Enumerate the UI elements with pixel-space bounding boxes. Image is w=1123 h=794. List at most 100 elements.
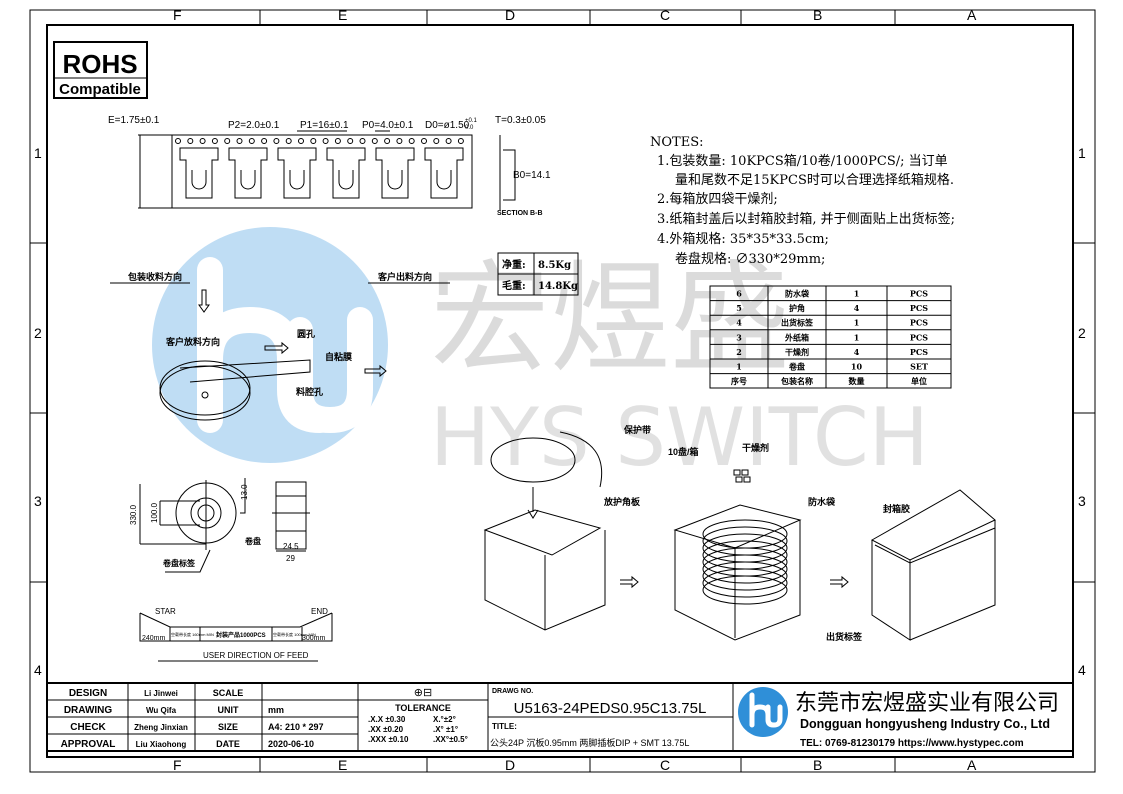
row-label: 3 [1078,493,1086,509]
tape-pocket [375,147,415,199]
watermark-cn: 宏煜盛 [430,250,790,389]
field-value: 2020-06-10 [268,739,314,749]
col-label: A [967,7,977,23]
bom-cell: 1 [854,318,860,328]
reel-stack-item [702,533,788,563]
net-weight-label: 净重: [502,258,526,271]
dim-e: E=1.75±0.1 [108,115,160,126]
reel-stack-item [702,519,788,549]
feed-caption: USER DIRECTION OF FEED [203,651,309,660]
tolerance-title: TOLERANCE [395,703,451,713]
sprocket-hole [334,138,341,144]
bom-cell: 4 [736,318,742,328]
company-name-en: Dongguan hongyusheng Industry Co., Ltd [800,717,1050,731]
dim-d0-tol: +0.1 [465,118,478,124]
bom-cell: 5 [736,303,742,313]
sprocket-hole [421,138,427,144]
bom-cell: 6 [736,289,742,299]
tolerance-symbol-icon: ⊕⊟ [414,687,432,699]
feed-direction-diagram: STAR END 240mm 300mm 空载带长度 160mm MIN 封装产… [139,607,333,662]
sprocket-hole [298,138,304,144]
bom-cell: 单位 [911,376,927,386]
reel-views: 330.0 100.0 13.0 24.5 29 卷盘 卷盘标签 [129,478,310,573]
role-label: APPROVAL [61,739,116,750]
tolerance-linear: .XXX ±0.10 [368,735,409,744]
row-label: 4 [34,662,42,678]
note-line: 1.包装数量: 10KPCS箱/10卷/1000PCS/; 当订单 [657,153,948,169]
tape-pocket [424,147,464,199]
bom-cell: PCS [910,318,928,328]
col-label: D [505,7,515,23]
bom-cell: PCS [910,289,928,299]
person-name: Liu Xiaohong [136,740,187,749]
bom-cell: PCS [910,332,928,342]
col-label: C [660,7,670,23]
tolerance-angular: .XX°±0.5° [433,735,468,744]
feed-product: 封装产品1000PCS [216,631,266,639]
bom-cell: 序号 [731,376,747,386]
outer-border [29,9,1096,773]
sprocket-hole [175,138,181,144]
reel-stack-item [702,526,788,556]
feed-empty2: 空载带长度 100mm MIN [273,631,316,637]
company-logo-icon [738,687,788,737]
inner-border [46,24,1074,758]
bom-cell: 外纸箱 [785,332,809,342]
title-label: TITLE: [492,722,517,731]
field-value: mm [268,705,284,715]
dim-p2: P2=2.0±0.1 [228,120,280,131]
bom-cell: 出货标签 [781,318,814,328]
person-name: Wu Qifa [146,706,177,715]
person-name: Zheng Jinxian [134,723,188,732]
watermark-logo-icon [152,227,388,463]
bom-cell: 4 [854,347,860,357]
role-label: DESIGN [69,688,107,699]
sprocket-hole [285,138,292,144]
label-customer-feed: 客户放料方向 [165,336,220,347]
feed-empty1: 空载带长度 160mm MIN [171,631,214,637]
drawing-no-label: DRAWG NO. [492,688,533,695]
col-label: A [967,757,977,773]
sprocket-hole [433,138,440,144]
sprocket-hole [396,138,403,144]
label-ship-label: 出货标签 [826,631,863,642]
company-contact: TEL: 0769-81230179 https://www.hystypec.… [800,738,1024,749]
company-name-cn: 东莞市宏煜盛实业有限公司 [795,690,1059,715]
tolerance-angular: .X° ±1° [433,725,458,734]
row-label: 2 [1078,325,1086,341]
notes: NOTES: 1.包装数量: 10KPCS箱/10卷/1000PCS/; 当订单… [650,135,955,267]
label-corner: 放护角板 [603,496,641,507]
gross-weight-label: 毛重: [502,279,526,292]
sprocket-hole [236,138,243,144]
field-value: A4: 210 * 297 [268,722,324,732]
sprocket-hole [347,138,354,144]
row-label: 3 [34,493,42,509]
role-label: DRAWING [64,705,113,716]
bom-cell: SET [910,362,928,372]
notes-title: NOTES: [650,135,703,150]
col-label: B [813,757,822,773]
dim-245: 24.5 [283,542,299,551]
bom-cell: 1 [736,362,742,372]
tape-pocket [277,147,317,199]
drawing-title: 公头24P 沉板0.95mm 两脚插板DIP + SMT 13.75L [490,737,689,748]
rohs-subtitle: Compatible [59,81,141,98]
sprocket-hole [261,138,268,144]
bom-cell: 10 [851,362,863,372]
sprocket-hole [457,138,464,144]
sprocket-hole [322,138,329,144]
rohs-badge: ROHS Compatible [53,41,148,99]
dim-13: 13.0 [240,484,249,500]
sprocket-hole [187,138,194,144]
rohs-title: ROHS [62,49,137,79]
field-key: DATE [216,739,240,749]
bom-cell: 2 [736,347,742,357]
col-label: C [660,757,670,773]
reel-stack-item [702,540,788,570]
col-label: E [338,757,347,773]
tolerance-angular: X.°±2° [433,715,456,724]
col-label: F [173,757,182,773]
feed-leader: 240mm [142,635,166,642]
